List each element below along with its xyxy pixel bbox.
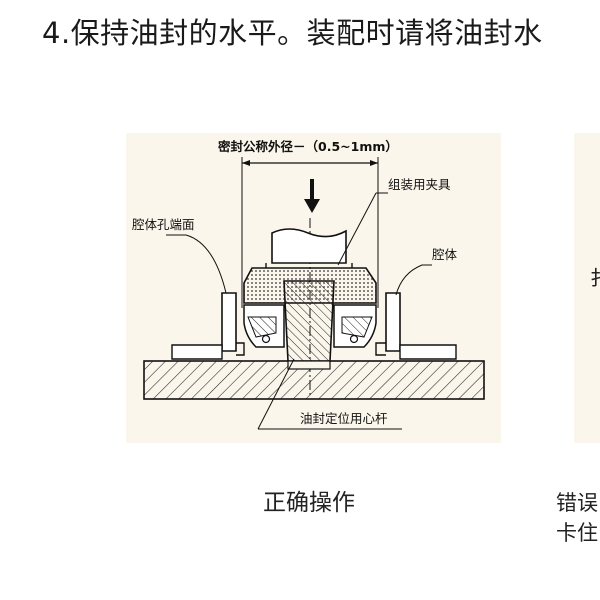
oil-seal-right <box>333 304 377 348</box>
dimension-arrow-right <box>370 160 378 166</box>
caption-incorrect-operation: 错误 卡住 <box>556 488 598 548</box>
label-bore-face: 腔体孔端面 <box>132 217 195 232</box>
correct-assembly-svg: 密封公称外径－（0.5~1mm） <box>132 139 485 430</box>
label-mandrel: 油封定位用心杆 <box>300 411 388 426</box>
dimension-label: 密封公称外径－（0.5~1mm） <box>217 139 398 154</box>
caption-incorrect-line2: 卡住 <box>556 521 598 545</box>
incorrect-assembly-diagram-partial <box>574 133 600 443</box>
housing-wall-left <box>221 292 237 352</box>
caption-correct-operation: 正确操作 <box>263 490 355 516</box>
housing-wall-right <box>385 292 401 352</box>
fixture-shaft <box>271 228 347 264</box>
page-heading: 4.保持油封的水平。装配时请将油封水 <box>42 16 543 50</box>
housing-flange-right <box>399 344 457 360</box>
press-arrow-head <box>304 199 320 213</box>
housing-flange-left <box>171 344 223 360</box>
incorrect-diagram-label-partial: 扌 <box>590 262 600 291</box>
mandrel <box>283 280 335 366</box>
dimension-arrow-left <box>242 160 250 166</box>
label-fixture: 组装用夹具 <box>388 177 451 192</box>
oil-seal-left <box>243 304 285 348</box>
correct-assembly-diagram: 密封公称外径－（0.5~1mm） <box>126 133 501 443</box>
label-housing: 腔体 <box>432 247 458 262</box>
caption-incorrect-line1: 错误 <box>556 491 598 515</box>
